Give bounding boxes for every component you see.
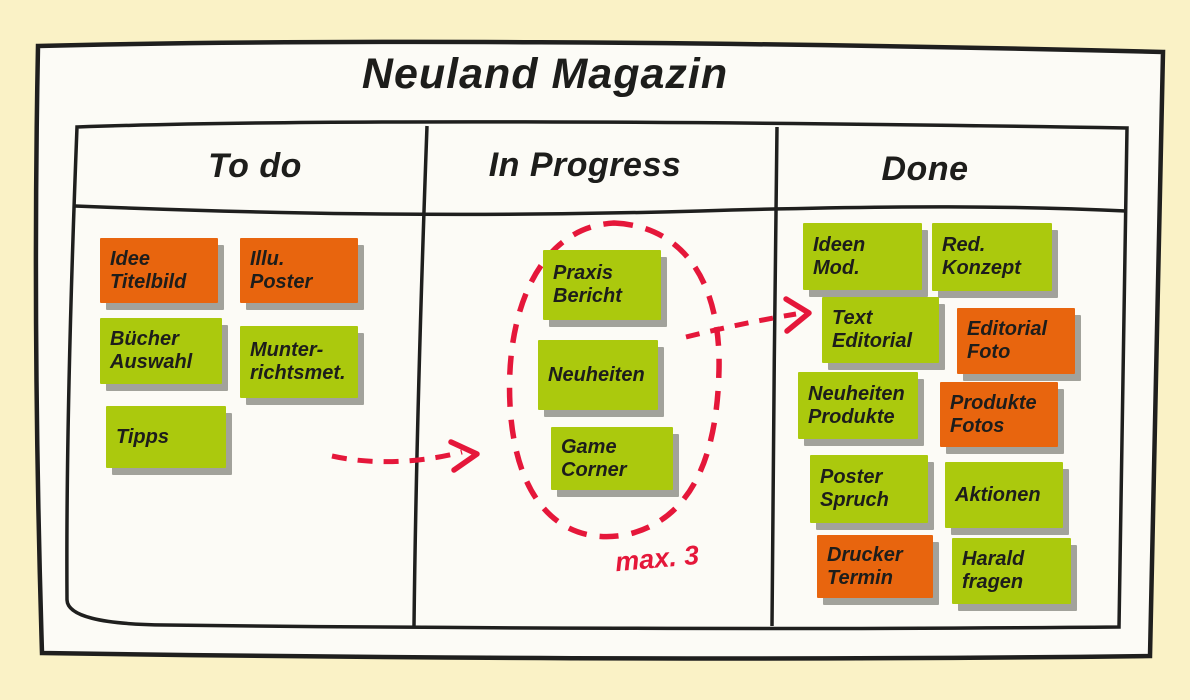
sticky-note-todo-2[interactable]: Illu. Poster [240,238,358,303]
sticky-note-in-progress-2[interactable]: Neuheiten [538,340,658,410]
sticky-note-todo-3[interactable]: Bücher Auswahl [100,318,222,384]
sticky-note-done-4[interactable]: Editorial Foto [957,308,1075,374]
sticky-note-todo-1[interactable]: Idee Titelbild [100,238,218,303]
sticky-note-done-1[interactable]: Ideen Mod. [803,223,922,290]
sticky-note-in-progress-3[interactable]: Game Corner [551,427,673,490]
sticky-note-todo-4[interactable]: Munter- richtsmet. [240,326,358,398]
board-title: Neuland Magazin [361,50,729,98]
sticky-note-done-2[interactable]: Red. Konzept [932,223,1052,291]
sticky-note-done-5[interactable]: Neuheiten Produkte [798,372,918,439]
sticky-note-done-3[interactable]: Text Editorial [822,297,939,363]
sticky-note-done-9[interactable]: Drucker Termin [817,535,933,598]
sticky-note-done-10[interactable]: Harald fragen [952,538,1071,604]
column-header-done: Done [881,150,969,188]
sticky-note-done-7[interactable]: Poster Spruch [810,455,928,523]
sticky-note-done-8[interactable]: Aktionen [945,462,1063,528]
sticky-note-todo-5[interactable]: Tipps [106,406,226,468]
sticky-note-in-progress-1[interactable]: Praxis Bericht [543,250,661,320]
sticky-note-done-6[interactable]: Produkte Fotos [940,382,1058,447]
column-header-todo: To do [208,147,302,185]
column-header-in-progress: In Progress [488,146,682,184]
